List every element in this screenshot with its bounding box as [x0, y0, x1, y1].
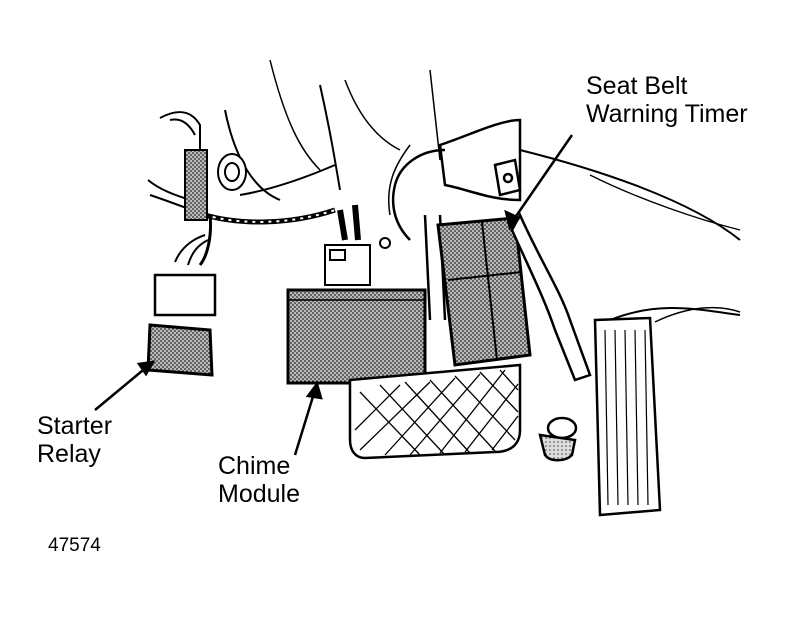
label-seat-belt-line1: Seat Belt — [586, 72, 688, 100]
accelerator-pedal — [593, 306, 741, 517]
label-chime-module: Chime Module — [218, 452, 300, 508]
accelerator-linkage — [510, 212, 592, 382]
label-seat-belt-warning-timer: Seat Belt Warning Timer — [586, 72, 748, 128]
chime-connector — [324, 237, 391, 286]
steering-column — [388, 118, 522, 241]
leader-lines — [94, 134, 574, 456]
stop-lamp-switch — [538, 416, 578, 462]
brake-pedal — [348, 363, 522, 460]
label-starter-line1: Starter — [37, 412, 113, 440]
wiring-harness — [147, 111, 361, 266]
label-starter-line2: Relay — [37, 440, 101, 468]
chime-module — [286, 288, 427, 385]
label-starter-relay: Starter Relay — [37, 412, 112, 468]
harness-connector — [184, 149, 247, 221]
seat-belt-warning-timer — [436, 216, 532, 367]
label-seat-belt-line2: Warning Timer — [586, 100, 748, 128]
starter-relay — [146, 323, 214, 377]
label-chime-line1: Chime — [218, 452, 291, 480]
dash-outline — [224, 59, 741, 321]
starter-relay-connector — [153, 273, 217, 317]
figure-number: 47574 — [48, 535, 101, 556]
label-chime-line2: Module — [218, 480, 300, 508]
